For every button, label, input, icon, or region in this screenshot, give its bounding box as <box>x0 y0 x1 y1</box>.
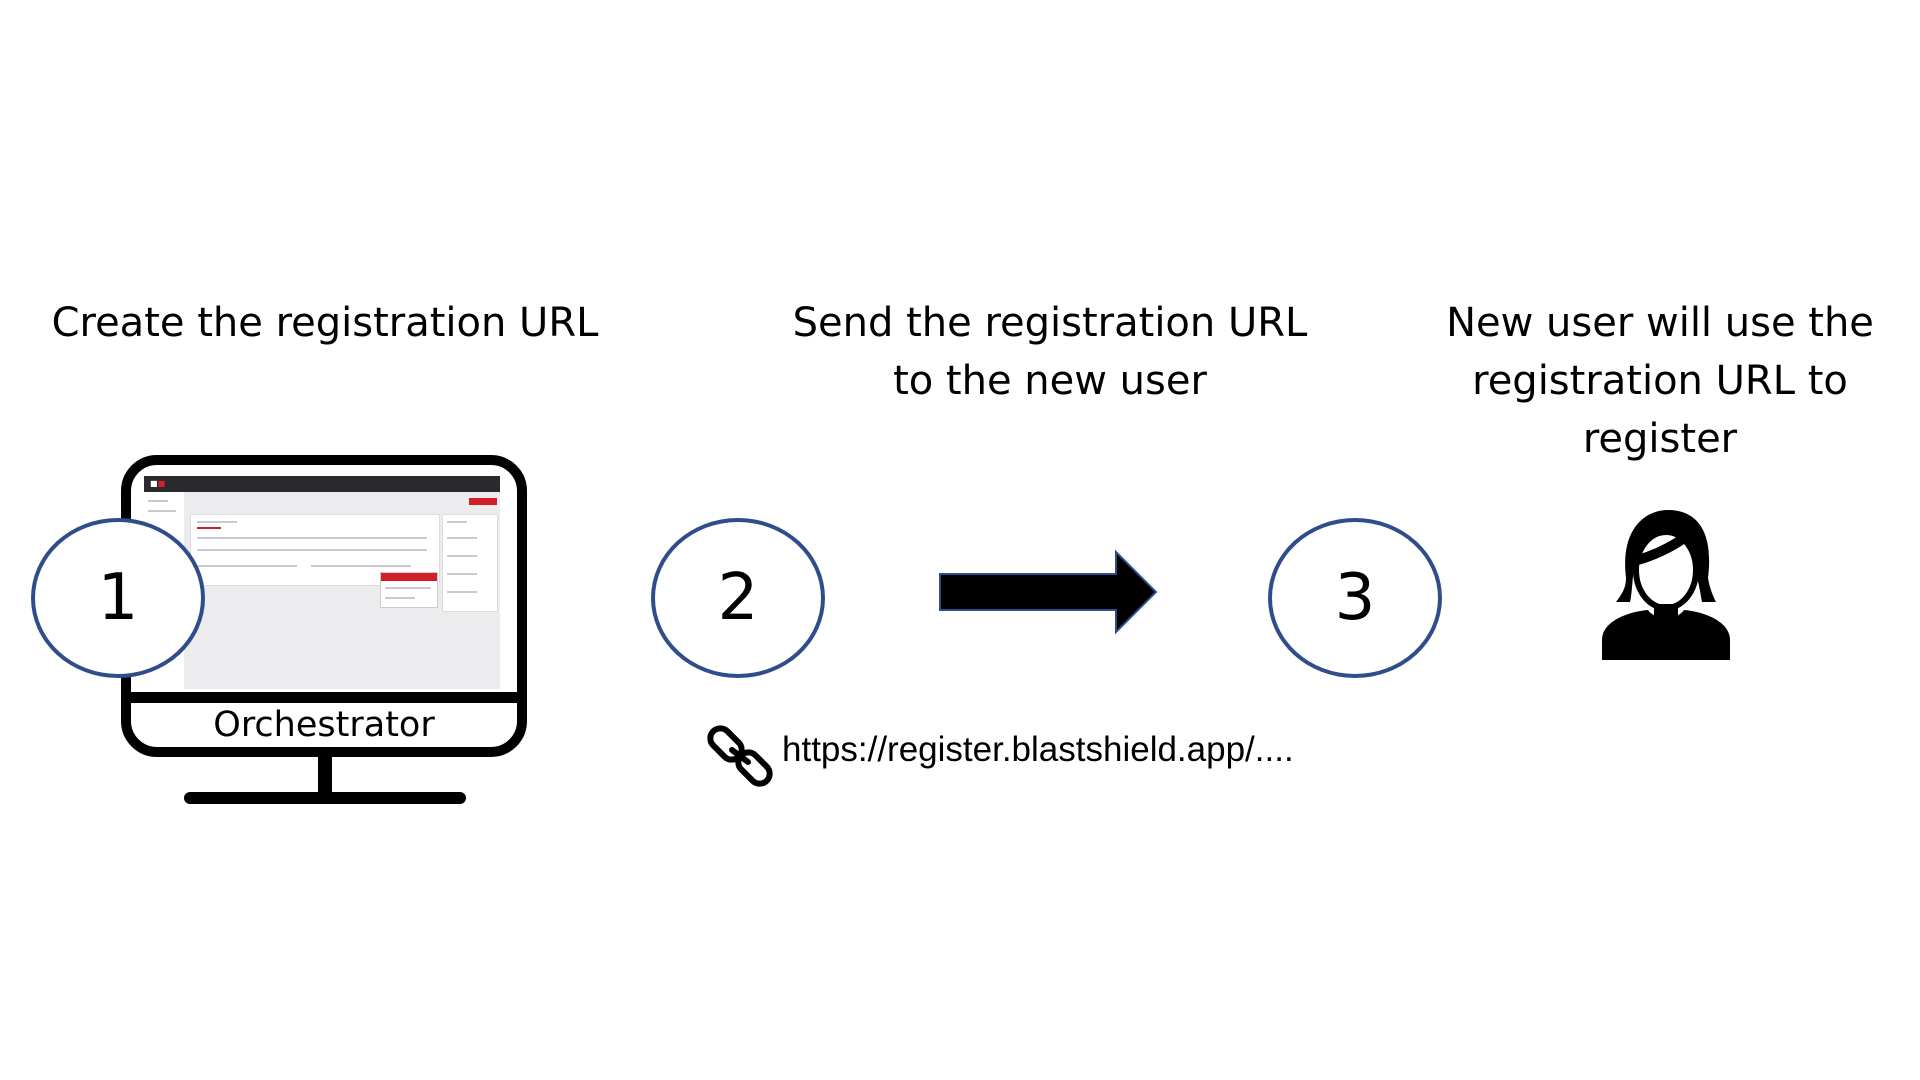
step-2-heading-line-2: to the new user <box>893 358 1207 404</box>
step-1-circle: 1 <box>31 518 205 678</box>
step-3-circle: 3 <box>1268 518 1442 678</box>
step-2-heading: Send the registration URL to the new use… <box>740 294 1360 410</box>
monitor-neck <box>318 757 332 799</box>
monitor-base <box>184 792 466 804</box>
arrow-right-icon <box>939 550 1158 634</box>
chain-link-icon <box>707 725 773 787</box>
step-3-heading-line-1: New user will use the <box>1446 300 1874 346</box>
step-3-heading: New user will use the registration URL t… <box>1410 294 1910 468</box>
step-2-heading-line-1: Send the registration URL <box>792 300 1308 346</box>
step-3-heading-line-3: register <box>1582 416 1738 462</box>
female-user-icon <box>1602 510 1730 660</box>
step-1-heading-line: Create the registration URL <box>51 300 599 346</box>
monitor-label: Orchestrator <box>213 705 435 745</box>
monitor-bezel <box>131 692 517 703</box>
mini-red-button <box>469 498 497 505</box>
mini-dropdown-menu <box>380 572 438 608</box>
mini-logo: ■■ <box>150 479 166 488</box>
mini-topbar: ■■ <box>144 476 500 492</box>
step-1-heading: Create the registration URL <box>40 294 610 352</box>
registration-url: https://register.blastshield.app/.... <box>782 730 1294 769</box>
mini-right-panel <box>442 514 498 612</box>
step-2-circle: 2 <box>651 518 825 678</box>
step-3-heading-line-2: registration URL to <box>1472 358 1848 404</box>
